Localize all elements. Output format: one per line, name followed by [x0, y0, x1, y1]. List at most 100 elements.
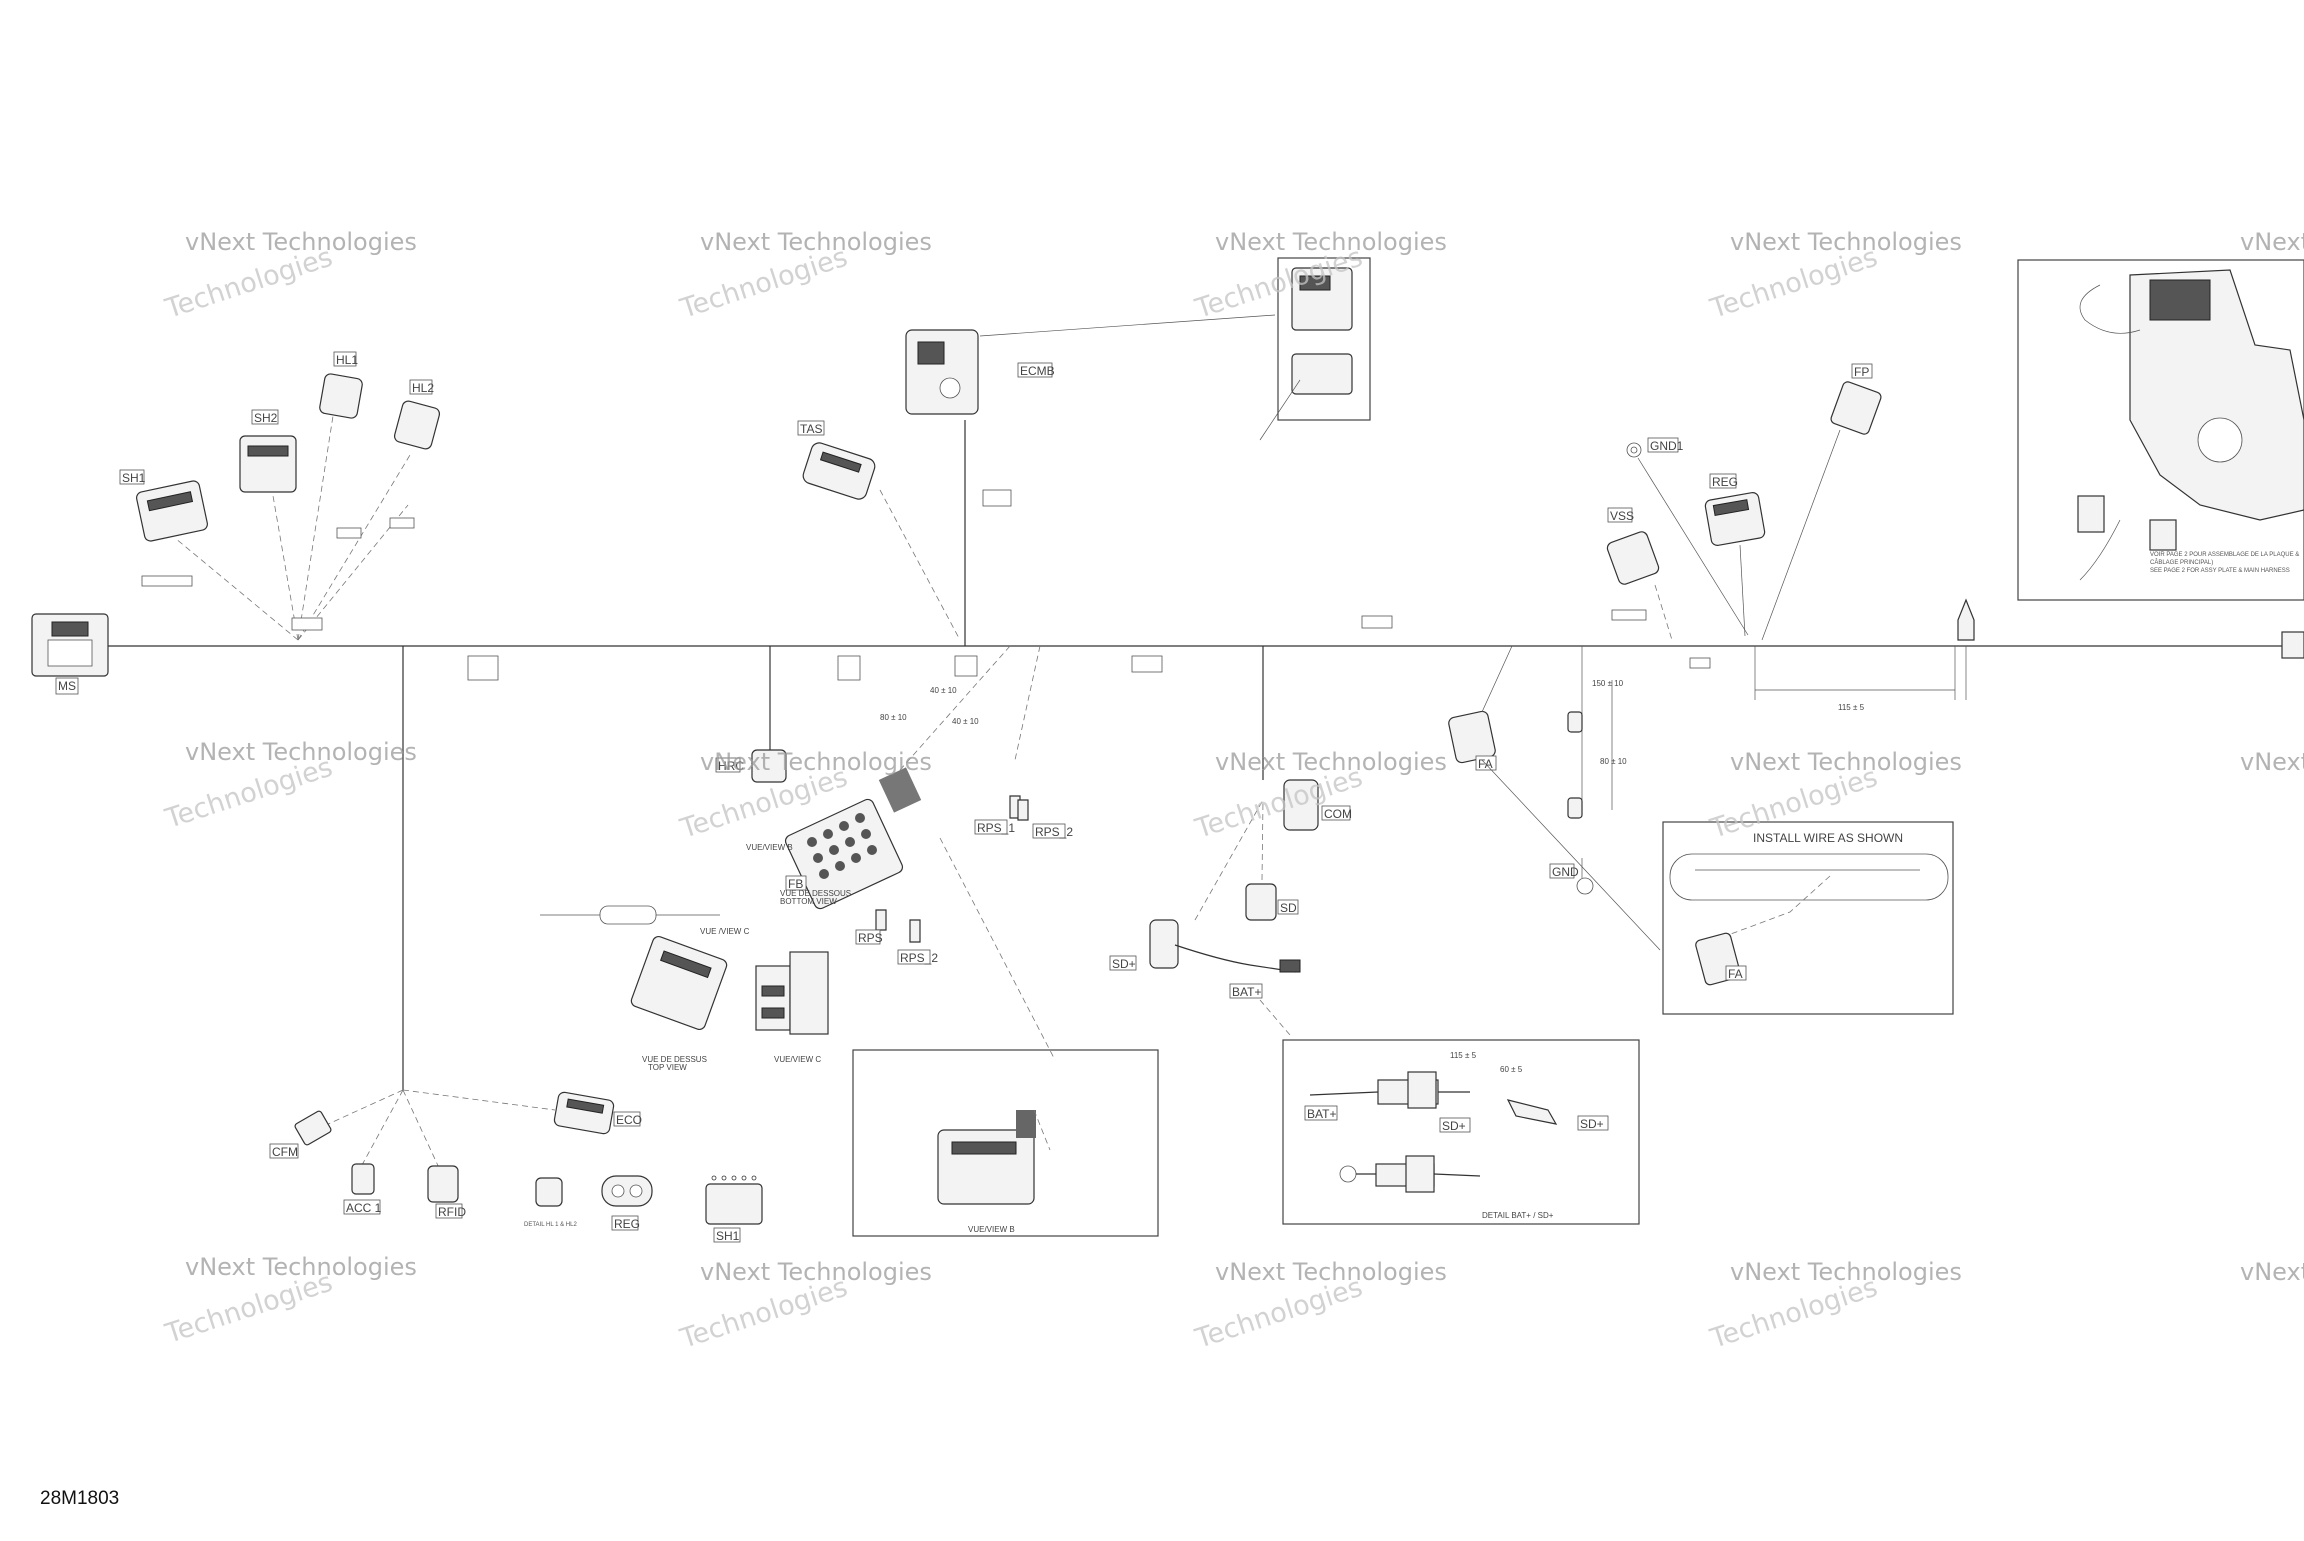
- label-vue-dessous: VUE DE DESSOUS: [780, 889, 851, 898]
- connector-rps[interactable]: RPS: [855, 909, 887, 945]
- connector-tas[interactable]: TAS: [797, 420, 961, 641]
- watermark-4a: vNext Technologies: [1730, 228, 1962, 256]
- label-rps2b: RPS_2: [900, 951, 938, 965]
- install-wire-detail: INSTALL WIRE AS SHOWN FA: [1481, 759, 1954, 1015]
- label-detail-bat-sd: DETAIL BAT+ / SD+: [1482, 1211, 1554, 1220]
- connector-sd-plus[interactable]: SD+: [1109, 799, 1264, 971]
- connector-bat-plus[interactable]: BAT+: [1229, 959, 1301, 1036]
- label-sh1-detail: SH1: [716, 1229, 740, 1243]
- connector-gnd[interactable]: GND: [1549, 858, 1594, 895]
- watermark-3a: vNext Technologies: [1215, 228, 1447, 256]
- detail-hl-group: DETAIL HL 1 & HL2: [524, 1177, 577, 1228]
- label-sd-plus-detail: SD+: [1442, 1119, 1466, 1133]
- label-bat-plus: BAT+: [1232, 985, 1261, 999]
- dim-80: 80 ± 10: [1600, 757, 1627, 766]
- watermark-9a: vNext Technologies: [1730, 748, 1962, 776]
- label-cablage: CÂBLAGE PRINCIPAL): [2150, 559, 2213, 566]
- connector-fp[interactable]: FP: [1761, 363, 1882, 641]
- label-hl2: HL2: [412, 381, 434, 395]
- label-tas: TAS: [800, 422, 822, 436]
- label-sd-plus-detail-2: SD+: [1580, 1117, 1604, 1131]
- watermark-14a: vNext Technologies: [1730, 1258, 1962, 1286]
- connector-fa[interactable]: FA: [1448, 645, 1513, 771]
- label-rps1: RPS_1: [977, 821, 1015, 835]
- label-acc1: ACC 1: [346, 1201, 382, 1215]
- watermark-12a: vNext Technologies: [700, 1258, 932, 1286]
- taped-section: [878, 645, 1041, 813]
- label-com: COM: [1324, 807, 1352, 821]
- watermark-8a: vNext Technologies: [1215, 748, 1447, 776]
- watermark-6a: vNext Technologies: [185, 738, 417, 766]
- label-sd-plus: SD+: [1112, 957, 1136, 971]
- branch-lines-bottom: [314, 1089, 556, 1171]
- connector-sh1-detail[interactable]: SH1: [705, 1175, 763, 1243]
- drawing-reference: 28M1803: [40, 1488, 119, 1509]
- splice-1: [1567, 711, 1583, 819]
- view-c-connector: VUE /VIEW C VUE DE DESSUS TOP VIEW: [630, 927, 750, 1072]
- label-ms: MS: [58, 679, 76, 693]
- watermark-13a: vNext Technologies: [1215, 1258, 1447, 1286]
- connector-hl1[interactable]: HL1: [319, 351, 363, 419]
- label-vue-view-b2: VUE/VIEW B: [968, 1225, 1015, 1234]
- connector-vss[interactable]: VSS: [1606, 507, 1673, 641]
- label-ecmb: ECMB: [1020, 364, 1055, 378]
- connector-gnd1[interactable]: GND1: [1626, 437, 1749, 636]
- connector-com[interactable]: COM: [1283, 779, 1352, 831]
- label-rps: RPS: [858, 931, 883, 945]
- connector-eco[interactable]: ECO: [553, 1091, 642, 1135]
- connector-hrc[interactable]: HRC: [715, 749, 787, 783]
- watermark-15a: vNext Technologies: [2240, 1258, 2304, 1286]
- main-harness-trunk: [105, 420, 2290, 1090]
- dim-115: 115 ± 5: [1450, 1051, 1477, 1060]
- connector-ms[interactable]: MS: [31, 613, 109, 695]
- plate-assembly-detail: VOIR PAGE 2 POUR ASSEMBLAGE DE LA PLAQUE…: [2017, 259, 2304, 601]
- main-harness-stub: [540, 905, 720, 925]
- label-vue-view-c2: VUE/VIEW C: [774, 1055, 821, 1064]
- connector-cfm[interactable]: CFM: [269, 1110, 332, 1159]
- connector-sh2[interactable]: SH2: [239, 409, 297, 493]
- connector-reg[interactable]: REG: [1704, 473, 1766, 637]
- watermark-10a: vNext Technologies: [2240, 748, 2304, 776]
- connector-rps1[interactable]: RPS_1: [974, 795, 1021, 835]
- connector-reg-detail[interactable]: REG: [601, 1175, 653, 1231]
- label-bat-plus-detail: BAT+: [1307, 1107, 1336, 1121]
- label-vue-view-c: VUE /VIEW C: [700, 927, 750, 936]
- detail-bat-sd: 115 ± 5 60 ± 5 BAT+ SD+ SD+ DETAIL BAT+ …: [1282, 1039, 1640, 1225]
- connector-rps2b[interactable]: RPS_2: [897, 919, 938, 965]
- label-vue-dessus: VUE DE DESSUS: [642, 1055, 707, 1064]
- label-hrc: HRC: [718, 759, 744, 773]
- connector-fb[interactable]: FB VUE/VIEW B VUE DE DESSOUS BOTTOM VIEW: [746, 797, 904, 910]
- connector-rfid[interactable]: RFID: [427, 1165, 466, 1219]
- label-voir-page: VOIR PAGE 2 POUR ASSEMBLAGE DE LA PLAQUE…: [2150, 552, 2299, 558]
- connector-sd[interactable]: SD: [1245, 799, 1299, 921]
- connector-ecmb[interactable]: ECMB: [905, 314, 1276, 415]
- watermark-7a: vNext Technologies: [700, 748, 932, 776]
- label-top-view: TOP VIEW: [648, 1063, 687, 1072]
- watermark-5a: vNext Technologies: [2240, 228, 2304, 256]
- line-to-view-b: [939, 837, 1056, 1061]
- watermark-11a: vNext Technologies: [185, 1253, 417, 1281]
- label-sh2: SH2: [254, 411, 278, 425]
- label-detail-hl: DETAIL HL 1 & HL2: [524, 1222, 577, 1228]
- label-sd: SD: [1280, 901, 1297, 915]
- connector-hl2[interactable]: HL2: [393, 379, 441, 450]
- dim-40-b: 40 ± 10: [952, 717, 979, 726]
- connector-sh1[interactable]: SH1: [119, 469, 208, 542]
- label-reg: REG: [1712, 475, 1738, 489]
- wire-callouts: [141, 489, 1711, 681]
- label-gnd: GND: [1552, 865, 1579, 879]
- watermark-2a: vNext Technologies: [700, 228, 932, 256]
- connector-acc1[interactable]: ACC 1: [343, 1163, 382, 1215]
- label-rps2: RPS_2: [1035, 825, 1073, 839]
- connector-rps2[interactable]: RPS_2: [1017, 799, 1073, 839]
- label-hl1: HL1: [336, 353, 358, 367]
- label-sh1: SH1: [122, 471, 146, 485]
- dim-150: 150 ± 10: [1592, 679, 1624, 688]
- dim-40-a: 40 ± 10: [930, 686, 957, 695]
- dim-80-b: 80 ± 10: [880, 713, 907, 722]
- view-c-side: VUE/VIEW C: [755, 951, 829, 1064]
- watermark-1a: vNext Technologies: [185, 228, 417, 256]
- view-b-detail: VUE/VIEW B: [852, 1049, 1159, 1237]
